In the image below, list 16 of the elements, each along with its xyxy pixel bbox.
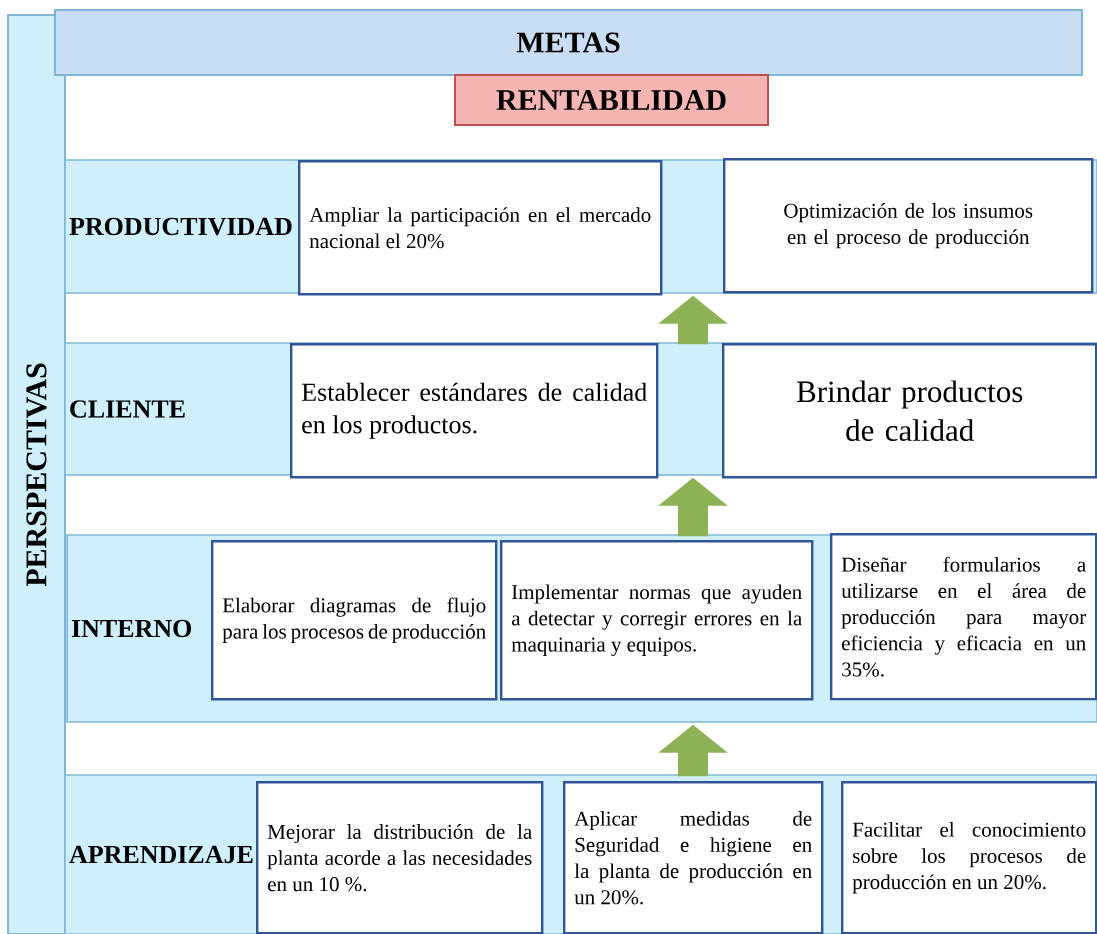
goal-box: Facilitar el conocimiento sobre los procesos de producción en un 20%. — [841, 781, 1097, 934]
title-box: RENTABILIDAD — [454, 74, 769, 126]
node-label: APRENDIZAJE — [69, 845, 253, 864]
goal-box: Brindar productos de calidad — [722, 343, 1097, 479]
goal-box: Ampliar la participación en el mercado nacional el 20% — [298, 160, 663, 296]
goal-box: Diseñar formularios a utilizarse en el área de producción para mayor eficiencia y eficacia en un 35%. — [830, 533, 1097, 701]
goal-box: Implementar normas que ayuden a detectar y corregir errores en la maquinaria y equipos. — [500, 540, 814, 701]
goal-box: Establecer estándares de calidad en los productos. — [290, 343, 659, 479]
side-band: PERSPECTIVAS — [7, 14, 66, 934]
goal-box: Aplicar medidas de Seguridad e higiene en la planta de producción en un 20%. — [563, 781, 824, 934]
header-band: METAS — [54, 9, 1083, 76]
goal-box: Mejorar la distribución de la planta acorde a las necesidades en un 10 %. — [256, 781, 544, 934]
goal-box: Optimización de los insumos en el proceso de producción — [723, 158, 1094, 294]
goal-box: Elaborar diagramas de flujo para los procesos de producción — [211, 540, 498, 701]
node-label: CLIENTE — [70, 400, 185, 418]
node-label: PRODUCTIVIDAD — [69, 217, 292, 236]
